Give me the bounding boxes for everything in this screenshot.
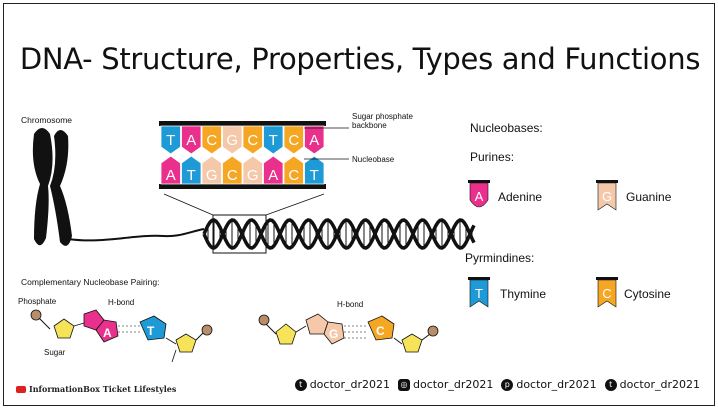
- twitter-handle: doctor_dr2021: [309, 378, 391, 391]
- pinterest-handle: doctor_dr2021: [516, 378, 597, 391]
- strand-bottom-letter: A: [166, 167, 176, 184]
- strand-bottom-base: C: [283, 155, 304, 185]
- pyrimidines-heading: Pyrmindines:: [465, 251, 535, 265]
- strand-bottom-base: A: [160, 155, 181, 185]
- svg-text:C: C: [376, 324, 385, 338]
- strand-bottom-base: C: [222, 155, 243, 185]
- svg-text:T: T: [147, 324, 155, 338]
- strand-top-letter: C: [288, 132, 299, 149]
- phosphate-label: Phosphate: [18, 297, 57, 306]
- nucleobase-legend-icons: A G T C: [468, 180, 618, 308]
- twitter-icon: t: [294, 378, 307, 391]
- strand-top-base: C: [201, 125, 222, 155]
- strand-bottom-letter: T: [310, 167, 319, 184]
- chromosome-shape: [32, 128, 72, 246]
- hbond-label-1: H-bond: [108, 298, 135, 307]
- instagram-icon: ◎: [398, 378, 411, 391]
- sugar-backbone-label: Sugar phosphate backbone: [352, 112, 413, 130]
- sugar-backbone-line2: backbone: [352, 121, 387, 130]
- cytosine-label: Cytosine: [624, 287, 671, 301]
- legend-letter: T: [475, 286, 483, 301]
- strand-bottom-base: T: [304, 155, 325, 185]
- channel-credit[interactable]: InformationBox Ticket Lifestyles: [16, 384, 176, 394]
- strand-top-letter: T: [166, 132, 175, 149]
- strand-bottom-letter: G: [247, 167, 259, 184]
- legend-letter: C: [602, 286, 611, 301]
- tumblr-icon: t: [604, 378, 617, 391]
- strand-top-letter: C: [206, 132, 217, 149]
- social-instagram[interactable]: ◎doctor_dr2021: [398, 378, 493, 391]
- nucleobases-heading: Nucleobases:: [470, 121, 543, 135]
- thymine-label: Thymine: [500, 287, 547, 301]
- dna-double-helix: [67, 214, 476, 254]
- pairing-g-c: G C: [258, 313, 439, 353]
- adenine-label: Adenine: [498, 190, 543, 204]
- strand-top-base: A: [304, 125, 325, 155]
- strand-bottom-letter: C: [288, 167, 299, 184]
- strand-top-base: T: [263, 125, 284, 155]
- strand-bottom-letter: T: [187, 167, 196, 184]
- legend-letter: G: [602, 189, 612, 204]
- strand-top-letter: G: [226, 132, 238, 149]
- strand-top-base: C: [283, 125, 304, 155]
- tumblr-handle: doctor_dr2021: [619, 378, 700, 391]
- strand-bottom-base: A: [263, 155, 284, 185]
- sugar-backbone-line1: Sugar phosphate: [352, 112, 413, 121]
- pinterest-icon: p: [501, 378, 514, 391]
- legend-letter: A: [475, 189, 484, 204]
- strand-top-base: T: [160, 125, 181, 155]
- legend-adenine-icon: A: [468, 180, 490, 208]
- strand-bottom-base: G: [201, 155, 222, 185]
- hbond-label-2: H-bond: [337, 300, 364, 309]
- strand-top-base: A: [181, 125, 202, 155]
- strand-top-letter: T: [269, 132, 278, 149]
- sugar-label: Sugar: [44, 348, 66, 357]
- legend-thymine-icon: T: [468, 277, 490, 308]
- guanine-label: Guanine: [626, 190, 672, 204]
- pairing-a-t: A T: [30, 309, 213, 363]
- channel-name: InformationBox Ticket Lifestyles: [29, 384, 177, 394]
- nucleobase-label: Nucleobase: [352, 155, 395, 164]
- strand-bottom-letter: A: [268, 167, 278, 184]
- svg-text:A: A: [103, 326, 112, 340]
- purines-heading: Purines:: [470, 150, 515, 164]
- diagram-frame: DNA- Structure, Properties, Types and Fu…: [3, 3, 715, 406]
- strand-top-base: C: [242, 125, 263, 155]
- svg-text:G: G: [329, 327, 338, 341]
- page-title: DNA- Structure, Properties, Types and Fu…: [19, 42, 701, 76]
- strand-bottom-letter: G: [206, 167, 218, 184]
- pairing-title: Complementary Nucleobase Pairing:: [21, 277, 160, 287]
- strand-bottom-base: T: [181, 155, 202, 185]
- strand-bottom-letter: C: [227, 167, 238, 184]
- strand-top-letter: C: [247, 132, 258, 149]
- strand-top-base: G: [222, 125, 243, 155]
- instagram-handle: doctor_dr2021: [413, 378, 494, 391]
- youtube-icon: [16, 385, 26, 393]
- strand-top-letter: A: [186, 132, 196, 149]
- chromosome-label: Chromosome: [21, 115, 73, 125]
- strand-top-letter: A: [309, 132, 319, 149]
- strand-bottom-base: G: [242, 155, 263, 185]
- legend-cytosine-icon: C: [596, 277, 618, 308]
- legend-guanine-icon: G: [596, 180, 618, 211]
